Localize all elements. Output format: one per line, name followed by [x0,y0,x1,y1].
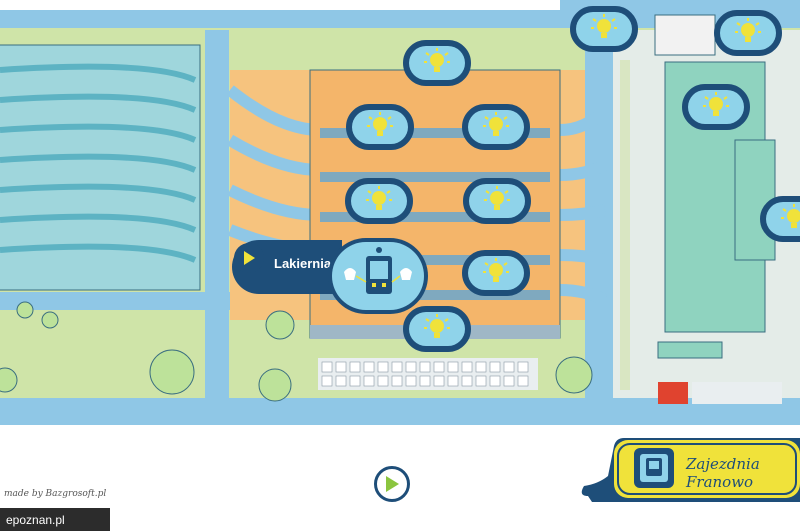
made-by-credit: made by Bazgrosoft.pl [4,489,107,499]
depot-card-background [581,438,800,502]
lightbulb-icon [424,48,450,72]
lightbulb-icon [483,258,509,282]
lightbulb-icon [591,14,617,38]
map-marker[interactable] [682,84,750,130]
lightbulb-icon [483,112,509,136]
lightbulb-icon [781,204,800,228]
paint-tram-icon [344,247,412,294]
map-marker[interactable] [714,10,782,56]
depot-title-line-2: Franowo [686,473,754,491]
lightbulb-icon [735,18,761,42]
station-play-button[interactable] [234,243,264,273]
station-bubble[interactable] [328,238,428,314]
depot-title: Zajezdnia Franowo [686,455,786,491]
lightbulb-icon [424,314,450,338]
watermark: epoznan.pl [0,508,110,531]
lightbulb-icon [367,112,393,136]
lightbulb-icon [484,186,510,210]
lightbulb-icon [366,186,392,210]
watermark-text: epoznan.pl [6,512,65,527]
map-marker[interactable] [345,178,413,224]
map-marker[interactable] [463,178,531,224]
lightbulb-icon [703,92,729,116]
play-icon [244,251,255,265]
play-icon [386,476,399,492]
map-marker[interactable] [570,6,638,52]
depot-title-line-1: Zajezdnia [686,455,760,473]
depot-map: Lakiernia [0,0,800,425]
depot-card[interactable] [578,436,800,502]
play-button[interactable] [374,466,410,502]
map-marker[interactable] [346,104,414,150]
map-marker[interactable] [403,40,471,86]
map-marker[interactable] [462,104,530,150]
map-marker[interactable] [462,250,530,296]
map-marker[interactable] [760,196,800,242]
map-marker[interactable] [403,306,471,352]
station-label: Lakiernia [274,256,332,271]
